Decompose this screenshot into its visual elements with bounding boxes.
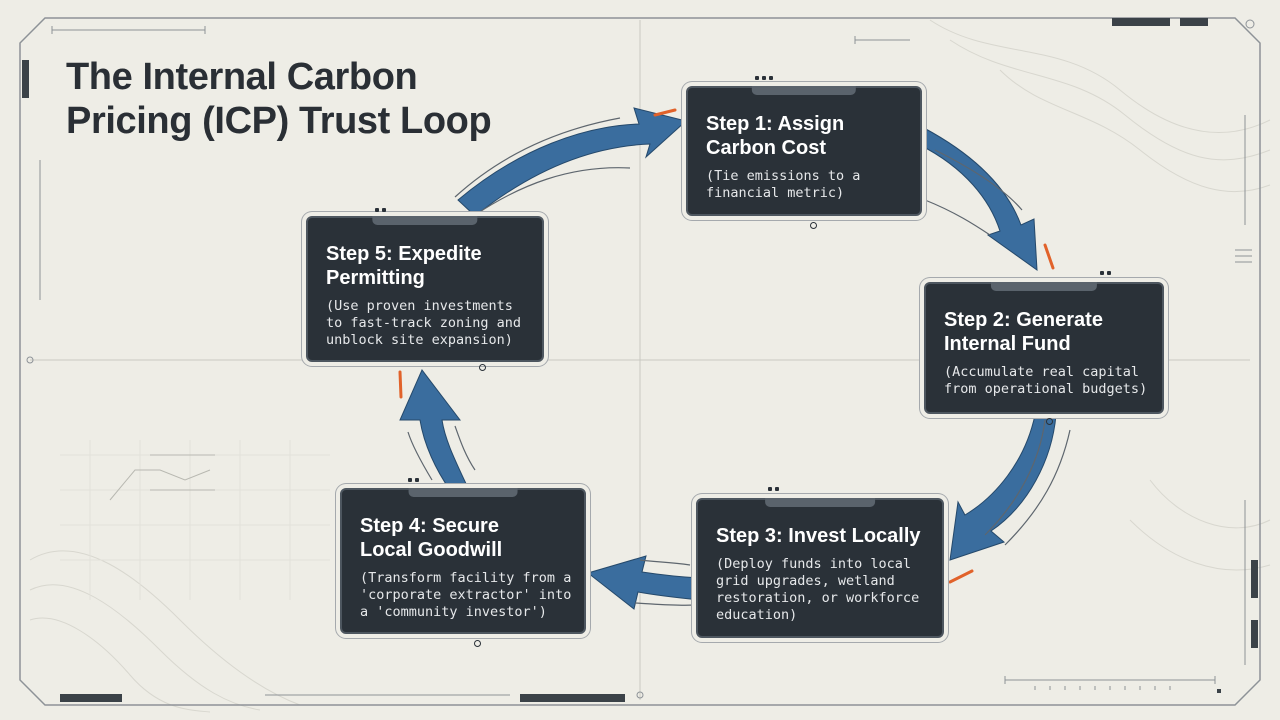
step-4-description: (Transform facility from a 'corporate ex… — [360, 570, 572, 621]
guide-arrows — [407, 117, 1071, 606]
step-3-description-line-2: grid upgrades, wetland — [716, 573, 895, 589]
step-3-description: (Deploy funds into local grid upgrades, … — [716, 556, 924, 624]
outer-frame — [19, 17, 1261, 706]
step-1-heading-line-1: Step 1: Assign — [706, 113, 845, 135]
arrow-5-to-1 — [457, 107, 688, 217]
step-4-description-line-1: (Transform facility from a — [360, 570, 572, 586]
step-2-description-line-2: from operational budgets) — [944, 381, 1148, 397]
card-pip — [1100, 271, 1104, 275]
card-pip — [375, 208, 379, 212]
card-pip — [408, 478, 412, 482]
arrow-3-to-4 — [586, 555, 701, 610]
card-pip — [775, 487, 779, 491]
topographic-contours — [29, 19, 1271, 713]
card-tab — [765, 498, 875, 507]
card-tab — [372, 216, 478, 225]
step-5-description: (Use proven investments to fast-track zo… — [326, 298, 524, 349]
step-1-description: (Tie emissions to a financial metric) — [706, 168, 902, 202]
card-ring — [474, 640, 481, 647]
step-1-heading: Step 1: Assign Carbon Cost — [706, 112, 902, 160]
background-grid — [60, 440, 330, 600]
step-4-heading: Step 4: Secure Local Goodwill — [360, 514, 566, 562]
step-card-2: Step 2: Generate Internal Fund (Accumula… — [924, 282, 1164, 414]
step-card-4: Step 4: Secure Local Goodwill (Transform… — [340, 488, 586, 634]
step-2-heading: Step 2: Generate Internal Fund — [944, 308, 1144, 356]
arrow-2-to-3 — [949, 414, 1057, 561]
step-5-heading-line-1: Step 5: Expedite — [326, 243, 482, 265]
card-pip — [769, 76, 773, 80]
scatter-plot-decor — [109, 454, 215, 501]
card-pip — [415, 478, 419, 482]
step-3-heading-line-1: Step 3: Invest Locally — [716, 525, 921, 547]
card-pip — [382, 208, 386, 212]
arrow-4-to-5 — [399, 369, 469, 491]
step-4-heading-line-1: Step 4: Secure — [360, 515, 499, 537]
title-line-1: The Internal Carbon — [66, 56, 418, 98]
step-4-description-line-3: a 'community investor') — [360, 604, 547, 620]
step-3-description-line-3: restoration, or workforce — [716, 590, 920, 606]
ruler-marks — [1034, 249, 1252, 690]
step-2-heading-line-1: Step 2: Generate — [944, 309, 1103, 331]
step-5-description-line-2: to fast-track zoning and — [326, 315, 522, 331]
frame-accents — [22, 18, 1258, 702]
card-tab — [408, 488, 518, 497]
page-title: The Internal Carbon Pricing (ICP) Trust … — [66, 55, 626, 143]
step-5-description-line-1: (Use proven investments — [326, 298, 513, 314]
step-3-heading: Step 3: Invest Locally — [716, 524, 924, 548]
step-card-1: Step 1: Assign Carbon Cost (Tie emission… — [686, 86, 922, 216]
step-1-heading-line-2: Carbon Cost — [706, 137, 826, 159]
step-1-description-line-1: (Tie emissions to a — [706, 168, 861, 184]
flow-arrows — [399, 107, 1057, 610]
step-5-heading-line-2: Permitting — [326, 267, 425, 289]
card-ring — [810, 222, 817, 229]
frame-ticks — [39, 26, 1246, 696]
card-tab — [990, 282, 1098, 291]
step-4-description-line-2: 'corporate extractor' into — [360, 587, 572, 603]
card-tab — [751, 86, 857, 95]
corner-circles — [26, 19, 1255, 699]
step-2-description-line-1: (Accumulate real capital — [944, 364, 1140, 380]
step-4-heading-line-2: Local Goodwill — [360, 539, 503, 561]
step-2-description: (Accumulate real capital from operationa… — [944, 364, 1148, 398]
step-3-description-line-4: education) — [716, 607, 798, 623]
card-pip — [768, 487, 772, 491]
card-ring — [1046, 418, 1053, 425]
orange-accents — [398, 108, 1055, 584]
step-5-heading: Step 5: Expedite Permitting — [326, 242, 524, 290]
card-pip — [755, 76, 759, 80]
step-3-description-line-1: (Deploy funds into local — [716, 556, 912, 572]
step-5-description-line-3: unblock site expansion) — [326, 332, 513, 348]
step-card-3: Step 3: Invest Locally (Deploy funds int… — [696, 498, 944, 638]
card-pip — [762, 76, 766, 80]
card-pip — [1107, 271, 1111, 275]
step-2-heading-line-2: Internal Fund — [944, 333, 1071, 355]
step-1-description-line-2: financial metric) — [706, 185, 845, 201]
card-ring — [479, 364, 486, 371]
arrow-1-to-2 — [919, 127, 1038, 272]
title-line-2: Pricing (ICP) Trust Loop — [66, 100, 492, 142]
step-card-5: Step 5: Expedite Permitting (Use proven … — [306, 216, 544, 362]
